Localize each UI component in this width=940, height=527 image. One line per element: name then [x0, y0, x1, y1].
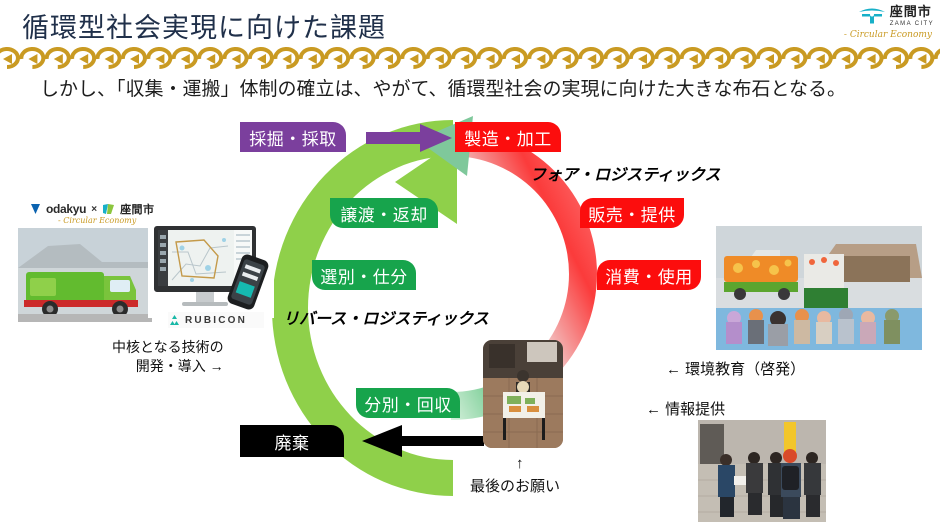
- partner-tagline: - Circular Economy: [58, 216, 137, 225]
- recycle-chain-band-icon: [0, 46, 940, 70]
- rubicon-mark-icon: [170, 314, 179, 325]
- chip-manufacture[interactable]: 製造・加工: [455, 122, 561, 152]
- lead-sentence: しかし、「収集・運搬」体制の確立は、やがて、循環型社会の実現に向けた大きな布石と…: [40, 79, 846, 100]
- odakyu-mark-icon: [31, 204, 40, 214]
- logo-city-en: ZAMA CITY: [889, 20, 934, 27]
- logo-tagline: - Circular Economy: [843, 30, 932, 40]
- chip-separate[interactable]: 分別・回収: [356, 388, 460, 418]
- logo-city-jp: 座間市: [889, 3, 932, 19]
- chip-extract[interactable]: 採掘・採取: [240, 122, 346, 152]
- person-with-display-board-photo: [483, 340, 563, 448]
- green-collection-truck-photo: [18, 228, 152, 322]
- route-map-monitor-and-phone-photo: [148, 222, 274, 318]
- children-environmental-education-photo: [716, 226, 922, 350]
- odakyu-zama-partner-logo: odakyu × 座間市: [30, 196, 190, 222]
- rubicon-label: RUBICON: [185, 314, 248, 326]
- caption-last-request: 最後のお願い: [470, 478, 561, 495]
- chip-discard[interactable]: 廃棄: [240, 425, 344, 457]
- caption-technology-line1: 中核となる技術の: [112, 339, 224, 355]
- zama-mini-mark-icon: [103, 204, 115, 214]
- page-title: 循環型社会実現に向けた課題: [22, 13, 386, 43]
- zama-city-logo: 座間市 ZAMA CITY - Circular Economy: [806, 2, 934, 46]
- chip-sell[interactable]: 販売・提供: [580, 198, 684, 228]
- odakyu-label: odakyu: [46, 202, 87, 216]
- street-leaflet-distribution-photo: [698, 420, 826, 522]
- black-left-arrow-icon: [362, 425, 484, 457]
- rubicon-logo: RUBICON: [168, 312, 264, 328]
- label-reverse-logistics: リバース・ロジスティックス: [283, 311, 489, 328]
- purple-right-arrow-icon: [366, 124, 452, 152]
- cross-label: ×: [91, 203, 98, 215]
- chip-consume[interactable]: 消費・使用: [597, 260, 701, 290]
- up-arrow-icon: ↑: [516, 455, 524, 472]
- label-fore-logistics: フォア・ロジスティックス: [530, 167, 721, 184]
- caption-environmental-education: ← 環境教育（啓発）: [666, 361, 806, 378]
- caption-information-provision: ← 情報提供: [646, 401, 726, 418]
- left-technology-panel: odakyu × 座間市 - Circular Economy: [14, 196, 282, 326]
- green-reverse-cycle-arrow-icon: [271, 119, 457, 497]
- caption-technology-line2: 開発・導入 →: [135, 357, 224, 374]
- zama-label: 座間市: [120, 204, 155, 216]
- zama-city-mark-icon: [857, 4, 887, 26]
- caption-technology: 中核となる技術の 開発・導入 →: [112, 338, 224, 376]
- chip-transfer[interactable]: 譲渡・返却: [330, 198, 438, 228]
- chip-sort[interactable]: 選別・仕分: [312, 260, 416, 290]
